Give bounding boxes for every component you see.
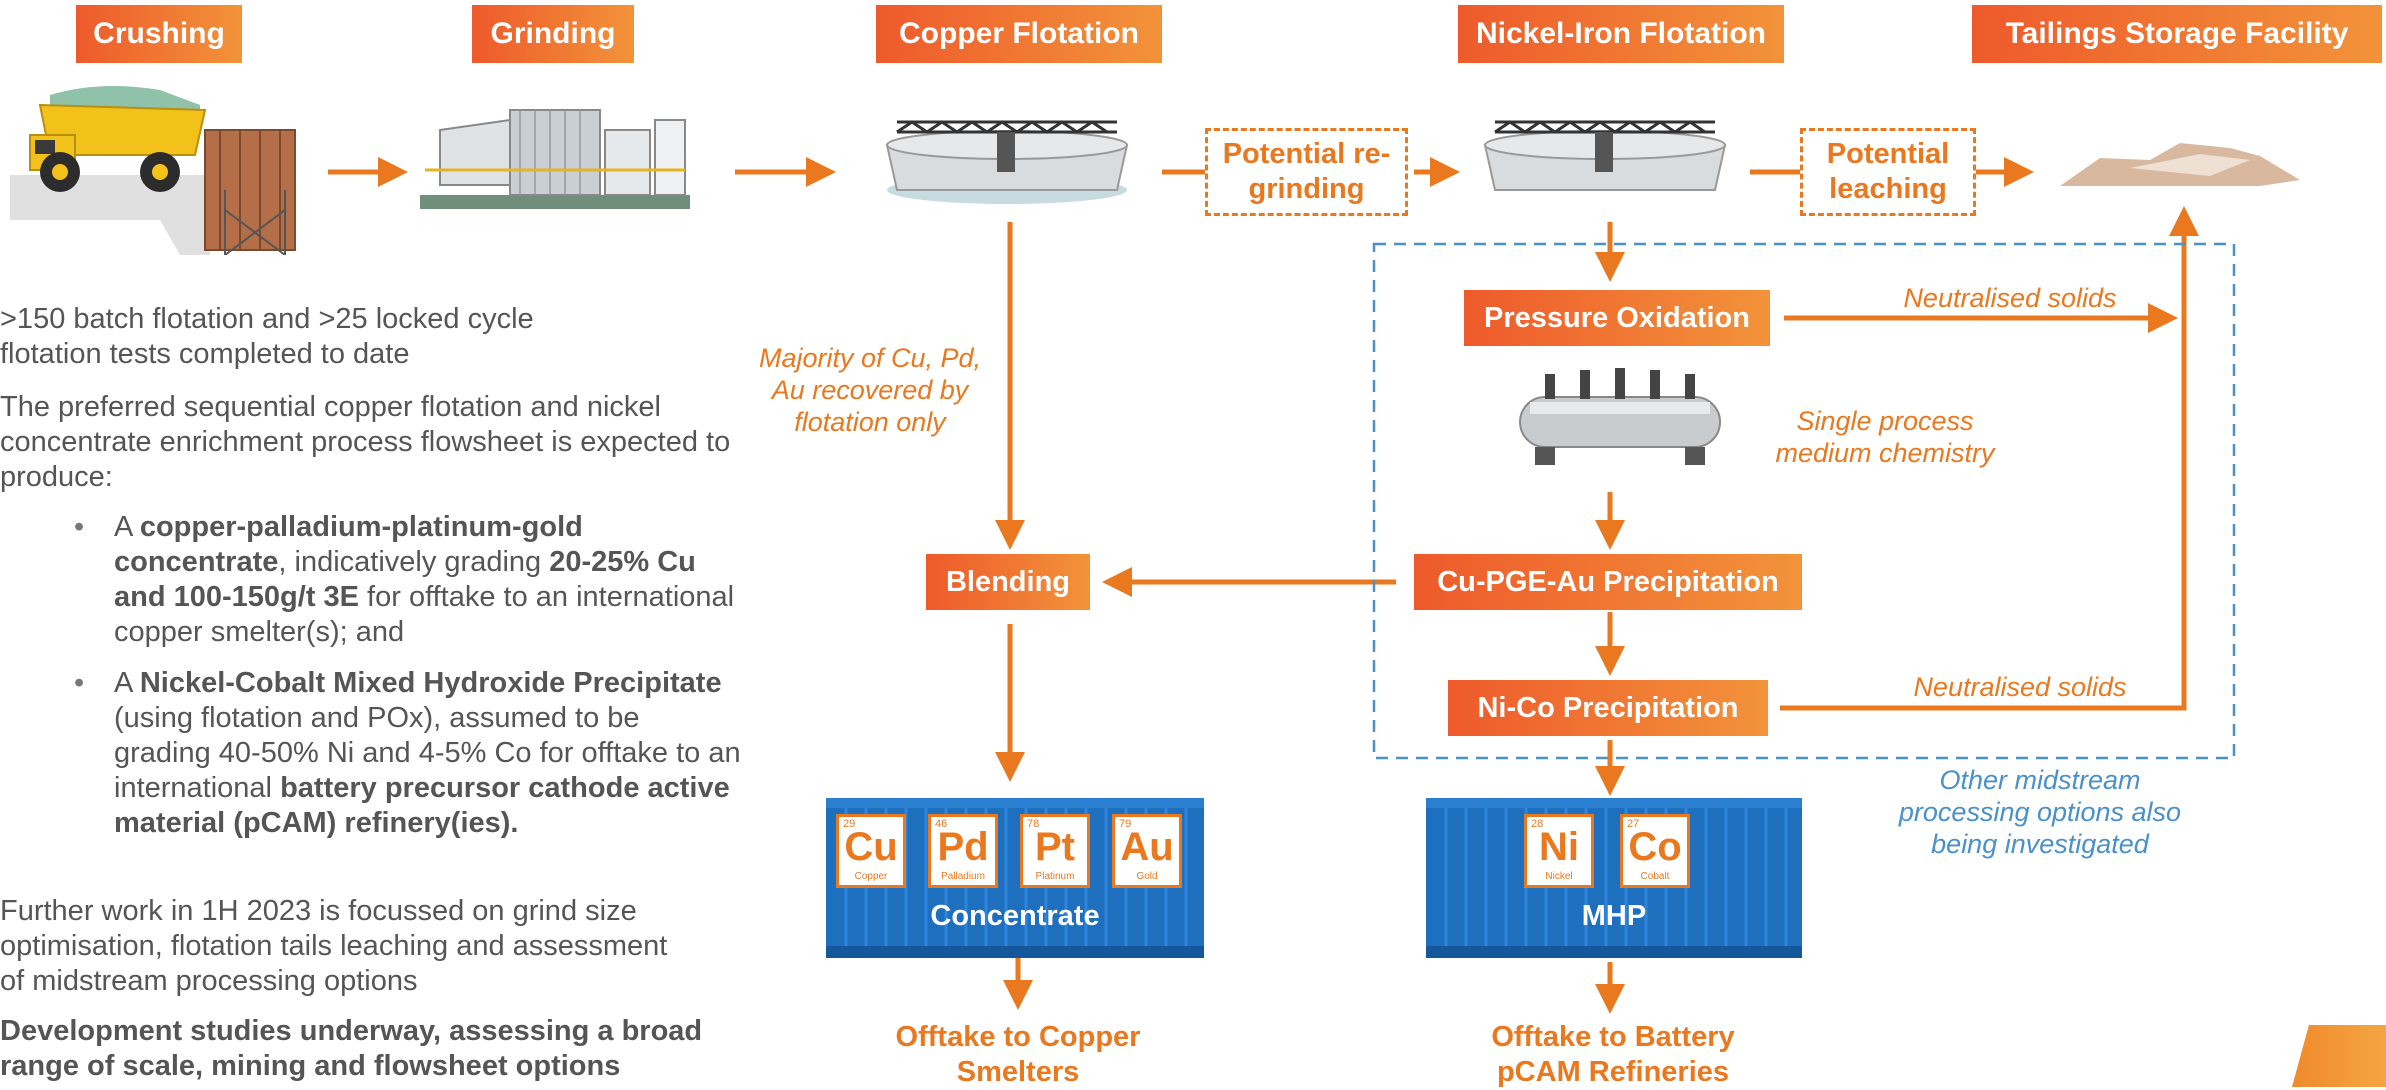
element-symbol: Cu (844, 825, 898, 869)
bullet-mhp: • A Nickel-Cobalt Mixed Hydroxide Precip… (74, 666, 744, 841)
potential-leaching-box: Potential leaching (1800, 128, 1976, 216)
bullet2-bold2: battery precursor cathode active materia… (114, 772, 730, 839)
corner-accent (2292, 1025, 2386, 1087)
flowsheet-intro-text: The preferred sequential copper flotatio… (0, 391, 731, 493)
autoclave-icon (1519, 368, 1721, 465)
element-symbol: Co (1628, 825, 1682, 869)
element-number: 28 (1531, 818, 1544, 830)
element-name: Copper (854, 871, 888, 882)
element-name: Gold (1136, 871, 1158, 882)
element-number: 27 (1627, 818, 1640, 830)
blending-box: Blending (926, 554, 1090, 610)
bullet2-bold1: Nickel-Cobalt Mixed Hydroxide Precipitat… (139, 667, 722, 699)
bullet2-pre: A (114, 667, 140, 699)
other-midstream-note: Other midstream processing options also … (1898, 765, 2182, 859)
bullet1-pre: A (114, 511, 140, 543)
ni-co-precipitation-box: Ni-Co Precipitation (1448, 680, 1768, 736)
element-number: 46 (935, 818, 948, 830)
mhp-container (1426, 798, 1802, 958)
element-number: 29 (843, 818, 856, 830)
element-tile-pt: 78 Pt Platinum (1020, 814, 1090, 888)
neutralised-solids-note-2: Neutralised solids (1913, 672, 2127, 702)
midstream-dashed-region (1372, 242, 2236, 760)
element-tile-ni: 28 Ni Nickel (1524, 814, 1594, 888)
offtake-battery-refineries: Offtake to Battery pCAM Refineries (1491, 1021, 1735, 1088)
cu-pge-au-precipitation-box: Cu-PGE-Au Precipitation (1414, 554, 1802, 610)
arrow-nico-tailings (1780, 206, 2199, 711)
header-copper-flotation: Copper Flotation (876, 5, 1162, 63)
bullet1-mid: , indicatively grading (278, 546, 550, 578)
nickel-flotation-cell-icon (1483, 120, 1727, 191)
header-crushing: Crushing (76, 5, 242, 63)
element-tile-co: 27 Co Cobalt (1620, 814, 1690, 888)
bullet-concentrate: • A copper-palladium-platinum-gold conce… (74, 510, 754, 650)
development-studies-text: Development studies underway, assessing … (0, 1014, 740, 1084)
further-work-text: Further work in 1H 2023 is focussed on g… (0, 895, 668, 997)
element-tile-pd: 46 Pd Palladium (928, 814, 998, 888)
copper-flotation-cell-icon (885, 120, 1129, 204)
element-name: Nickel (1545, 871, 1573, 882)
element-symbol: Pd (937, 825, 989, 869)
bullet-dot-icon: • (74, 511, 85, 543)
offtake-copper-smelters: Offtake to Copper Smelters (895, 1021, 1141, 1088)
pressure-oxidation-box: Pressure Oxidation (1464, 290, 1770, 346)
element-symbol: Pt (1035, 825, 1075, 869)
element-name: Palladium (941, 871, 985, 882)
development-studies-label: Development studies underway, assessing … (0, 1015, 703, 1082)
header-nickel-iron-flotation: Nickel-Iron Flotation (1458, 5, 1784, 63)
bullet1-post: for offtake to an international copper s… (114, 581, 735, 648)
single-process-note: Single process medium chemistry (1775, 406, 1995, 468)
bullet-dot-icon: • (74, 667, 85, 699)
potential-regrinding-box: Potential re-grinding (1205, 128, 1408, 216)
header-tailings: Tailings Storage Facility (1972, 5, 2382, 63)
concentrate-label: Concentrate (930, 900, 1100, 932)
element-name: Cobalt (1640, 871, 1670, 882)
bullet1-bold1: copper-palladium-platinum-gold concentra… (114, 511, 583, 578)
element-symbol: Au (1120, 825, 1174, 869)
header-grinding: Grinding (472, 5, 634, 63)
neutralised-solids-note-1: Neutralised solids (1903, 283, 2117, 313)
bullet2-mid: (using flotation and POx), assumed to be… (114, 702, 741, 804)
grinding-mill-icon (420, 109, 690, 209)
element-tile-au: 79 Au Gold (1112, 814, 1182, 888)
majority-recovered-note: Majority of Cu, Pd, Au recovered by flot… (758, 343, 982, 437)
element-number: 79 (1119, 818, 1132, 830)
element-number: 78 (1027, 818, 1040, 830)
tailings-dam-icon (2060, 143, 2300, 186)
bullet1-bold2: 20-25% Cu and 100-150g/t 3E (114, 546, 696, 613)
flotation-tests-text: >150 batch flotation and >25 locked cycl… (0, 303, 534, 370)
element-symbol: Ni (1539, 825, 1579, 869)
haul-truck-icon (10, 86, 296, 255)
mhp-label: MHP (1581, 900, 1647, 932)
element-name: Platinum (1035, 871, 1075, 882)
element-tile-cu: 29 Cu Copper (836, 814, 906, 888)
